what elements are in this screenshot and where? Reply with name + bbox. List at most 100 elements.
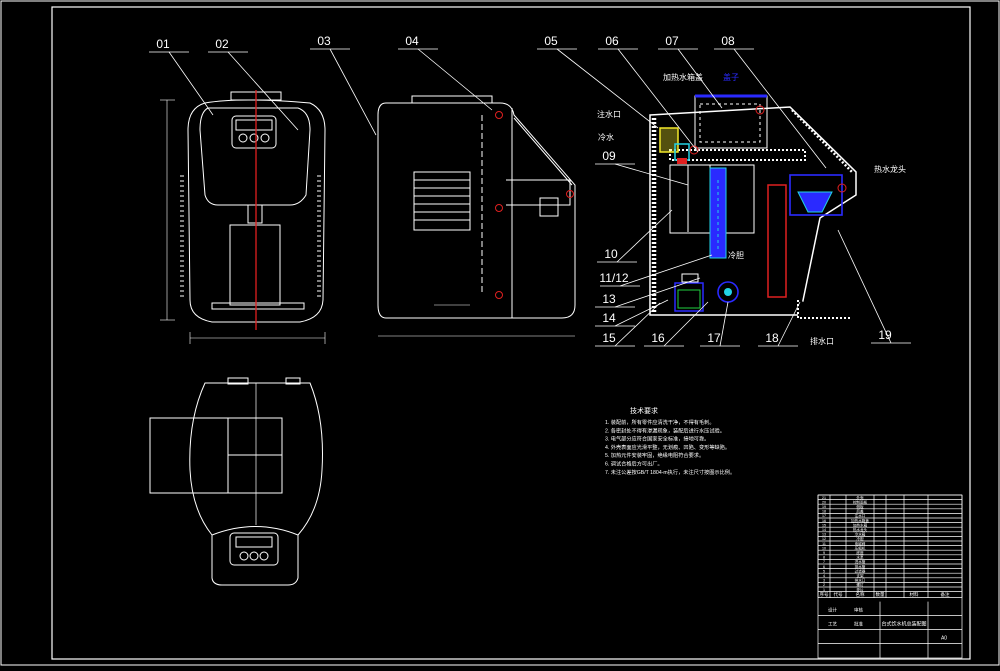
- part-row-name: 外壳: [856, 495, 864, 500]
- part-row-seq: 10: [822, 546, 826, 550]
- leader-line: [837, 229, 892, 344]
- drawing-scale: A0: [941, 636, 947, 642]
- part-row-name: 压缩机: [855, 545, 866, 550]
- part-row-name: 注水口: [855, 513, 866, 518]
- part-row-seq: 13: [822, 533, 826, 537]
- part-row-name: 支架: [856, 573, 864, 578]
- part-row-name: 排水口: [855, 578, 866, 583]
- side-tap-nozzle: [539, 197, 559, 217]
- side-front-slope: [513, 117, 573, 186]
- side-tap-body: [506, 179, 571, 206]
- side-outer-body: [377, 102, 576, 319]
- label-heater-cap: 加热水箱盖: [663, 72, 703, 82]
- leader-line: [614, 163, 689, 186]
- leader-line: [616, 209, 673, 263]
- part-row-name: 冷胆: [856, 536, 864, 541]
- front-upper-panel: [199, 107, 311, 206]
- part-row-name: 后盖: [856, 509, 864, 514]
- part-row-seq: 7: [823, 560, 825, 564]
- part-row-seq: 12: [822, 537, 826, 541]
- leader-line: [733, 48, 827, 169]
- section-outer-wall: [649, 106, 857, 316]
- leader-line: [677, 48, 723, 109]
- part-row-name: 过滤器: [855, 568, 866, 573]
- callout-19: 19: [878, 328, 892, 342]
- top-control-panel: [229, 532, 279, 566]
- leader-line: [614, 277, 701, 308]
- label-lid-tag: 盖子: [723, 72, 739, 82]
- title-block-header: 数量: [876, 591, 885, 598]
- side-bolt-4: [566, 190, 574, 198]
- part-row-seq: 18: [822, 510, 826, 514]
- part-row-name: 加热水箱盖: [851, 518, 869, 523]
- front-control-panel: [231, 115, 277, 149]
- part-row-seq: 6: [823, 565, 825, 569]
- note-line: 2. 各密封处不得有渗漏现象，装配后进行水压试验。: [605, 426, 725, 434]
- part-row-name: 加热水箱: [853, 522, 868, 527]
- front-button-2: [249, 133, 259, 143]
- sign-label: 批准: [854, 621, 863, 628]
- part-row-seq: 21: [822, 496, 826, 500]
- part-row-seq: 20: [822, 500, 826, 504]
- note-line: 1. 装配前，所有零件应清洗干净，不得有毛刺。: [605, 418, 715, 426]
- label-cold-liner: 冷胆: [728, 250, 744, 260]
- sign-label: 审核: [854, 607, 863, 614]
- part-row-seq: 14: [822, 528, 826, 532]
- title-block-header: 代号: [834, 591, 843, 598]
- title-block: 外壳21控制面板20侧板19后盖18注水口17加热水箱盖16加热水箱15热水龙头…: [817, 494, 963, 659]
- side-vent-grille: [413, 171, 471, 231]
- front-left-vents: [180, 175, 184, 300]
- leader-line: [777, 301, 801, 347]
- section-bolt-1: [689, 145, 699, 155]
- callout-02: 02: [215, 37, 229, 51]
- callout-07: 07: [665, 34, 679, 48]
- part-row-seq: 9: [823, 551, 825, 555]
- callout-03: 03: [317, 34, 331, 48]
- note-line: 7. 未注公差按GB/T 1804-m执行，未注尺寸按图示比例。: [605, 468, 735, 476]
- note-line: 5. 加热元件安装牢固，绝缘电阻符合要求。: [605, 451, 704, 459]
- front-button-1: [238, 133, 248, 143]
- part-row-seq: 3: [823, 579, 825, 583]
- part-row-seq: 4: [823, 574, 825, 578]
- top-view: [149, 377, 323, 586]
- note-line: 4. 外壳表面应光滑平整，无划痕、凹陷、变形等缺陷。: [605, 443, 730, 451]
- section-left-hatch: [651, 118, 657, 312]
- callout-11-12: 11/12: [599, 271, 628, 285]
- part-row-name: 排水管: [855, 564, 866, 569]
- callout-16: 16: [651, 331, 665, 345]
- front-right-vents: [317, 175, 321, 300]
- front-button-3: [260, 133, 270, 143]
- title-block-header: 备注: [941, 591, 950, 598]
- part-row-name: 底座: [856, 550, 864, 555]
- part-row-name: 电磁阀: [855, 541, 866, 546]
- callout-08: 08: [721, 34, 735, 48]
- callout-14: 14: [602, 311, 616, 325]
- front-display: [235, 119, 273, 131]
- part-row-seq: 16: [822, 519, 826, 523]
- part-row-name: 螺钉: [856, 582, 864, 587]
- leader-line: [168, 51, 214, 116]
- part-row-seq: 2: [823, 583, 825, 587]
- part-row-name: 垫片: [856, 587, 864, 592]
- leader-line: [556, 48, 659, 129]
- top-handle-left: [227, 377, 249, 385]
- pump-center: [724, 288, 732, 296]
- front-cup-recess: [229, 224, 281, 306]
- leader-line: [617, 48, 699, 153]
- upper-channel: [669, 149, 806, 161]
- leader-line: [614, 302, 661, 347]
- drawing-title: 台式饮水机总装配图: [881, 621, 926, 628]
- label-drain: 排水口: [810, 336, 834, 346]
- compressor-top: [681, 273, 699, 283]
- technical-notes: 技术要求 1. 装配前，所有零件应清洗干净，不得有毛刺。2. 各密封处不得有渗漏…: [605, 406, 735, 476]
- top-outer-body: [189, 382, 323, 586]
- section-bolt-2: [755, 105, 765, 115]
- label-fill-inlet: 注水口: [597, 109, 621, 119]
- part-row-name: 侧板: [856, 504, 864, 509]
- hot-pipe: [767, 184, 787, 298]
- front-drip-tray: [211, 302, 305, 310]
- top-left-box: [149, 417, 229, 494]
- title-block-header: 名称: [856, 591, 865, 598]
